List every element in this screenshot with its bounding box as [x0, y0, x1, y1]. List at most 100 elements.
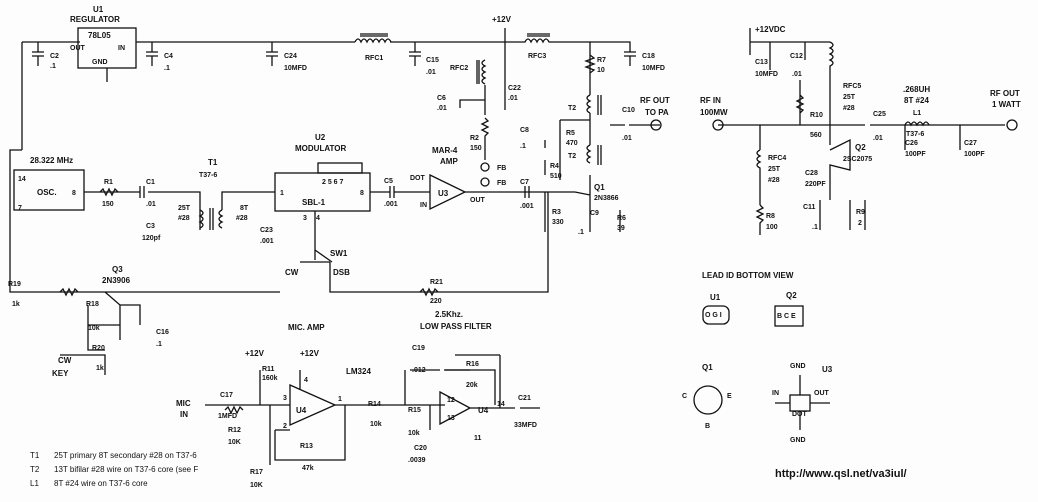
r3-label: R3	[552, 209, 561, 216]
r5-label: R5	[566, 130, 575, 137]
lead-id-u3-dot: DOT	[792, 411, 808, 418]
c3-value: 120pf	[142, 235, 161, 242]
u4b-pin11: 11	[474, 435, 482, 442]
r10-value: 560	[810, 132, 822, 139]
u2-name: MODULATOR	[295, 144, 346, 153]
lead-id-u3-in: IN	[772, 390, 779, 397]
c27-value: 100PF	[964, 151, 985, 158]
c1-label: C1	[146, 179, 155, 186]
r21-value: 220	[430, 298, 442, 305]
t1-secondary-wire: #28	[236, 215, 248, 222]
r8-value: 100	[766, 224, 778, 231]
u1-part: 78L05	[88, 31, 111, 40]
t2-label: T2	[568, 105, 576, 112]
v12-c: +12V	[300, 349, 320, 358]
rfc4-wire: #28	[768, 177, 780, 184]
q2-part: 2SC2075	[843, 156, 872, 163]
r6-label: R6	[617, 215, 626, 222]
q3-part: 2N3906	[102, 276, 131, 285]
u1-name: REGULATOR	[70, 15, 120, 24]
r19-label: R19	[8, 281, 21, 288]
r9-value: 2	[858, 220, 862, 227]
rfc4-turns: 25T	[768, 166, 781, 173]
c4-label: C4	[164, 53, 173, 60]
u3-in: IN	[420, 202, 427, 209]
c19-label: C19	[412, 345, 425, 352]
fb1-label: FB	[497, 165, 506, 172]
c25-value: .01	[873, 135, 883, 142]
lead-id-q1: Q1	[702, 363, 713, 372]
r5-value: 470	[566, 140, 578, 147]
c13-label: C13	[755, 59, 768, 66]
u2-pin1: 1	[280, 190, 284, 197]
c27-label: C27	[964, 140, 977, 147]
cw-key-2: KEY	[52, 369, 69, 378]
c22-label: C22	[508, 85, 521, 92]
rfc1-label: RFC1	[365, 55, 383, 62]
c24-value: 10MFD	[284, 65, 307, 72]
lead-id-u3: U3	[822, 365, 833, 374]
u1-out: OUT	[70, 45, 86, 52]
r17-value: 10K	[250, 482, 263, 489]
r4-value: 510	[550, 173, 562, 180]
rf-in-power: 100MW	[700, 108, 728, 117]
c9-value: .1	[578, 229, 584, 236]
u4a-pin4: 4	[304, 377, 308, 384]
r1-label: R1	[104, 179, 113, 186]
c9-label: C9	[590, 210, 599, 217]
c8-label: C8	[520, 127, 529, 134]
lead-id-q1-c: C	[682, 393, 687, 400]
note-t2-id: T2	[30, 465, 40, 474]
r7-label: R7	[597, 57, 606, 64]
r13-label: R13	[300, 443, 313, 450]
q2-label: Q2	[855, 143, 866, 152]
r19-value: 1k	[12, 301, 20, 308]
r10-label: R10	[810, 112, 823, 119]
c26-label: C26	[905, 140, 918, 147]
r17-label: R17	[250, 469, 263, 476]
c12-value: .01	[792, 71, 802, 78]
mic-in: IN	[180, 410, 188, 419]
r12-label: R12	[228, 427, 241, 434]
lm324-label: LM324	[346, 367, 371, 376]
c10-label: C10	[622, 107, 635, 114]
labels: U1 REGULATOR 78L05 OUT IN GND C2 .1 C4 .…	[8, 5, 1021, 489]
t1-label: T1	[208, 158, 218, 167]
r16-value: 20k	[466, 382, 478, 389]
r9-label: R9	[856, 209, 865, 216]
c11-value: .1	[812, 224, 818, 231]
c2-label: C2	[50, 53, 59, 60]
r7-value: 10	[597, 67, 605, 74]
u3-part: MAR-4	[432, 146, 458, 155]
l1-label: L1	[913, 110, 921, 117]
c23-label: C23	[260, 227, 273, 234]
u4b-pin12: 12	[447, 397, 455, 404]
u4b-pin13: 13	[447, 415, 455, 422]
rf-out-power: 1 WATT	[992, 100, 1021, 109]
c11-label: C11	[803, 204, 816, 211]
c16-label: C16	[156, 329, 169, 336]
rf-in: RF IN	[700, 96, 721, 105]
lpf-title: LOW PASS FILTER	[420, 322, 492, 331]
r21-label: R21	[430, 279, 443, 286]
r20-label: R20	[92, 345, 105, 352]
lead-id-u3-gnd-top: GND	[790, 363, 806, 370]
note-l1-id: L1	[30, 479, 39, 488]
q3-label: Q3	[112, 265, 123, 274]
c18-label: C18	[642, 53, 655, 60]
r11-value: 160k	[262, 375, 278, 382]
c13-value: 10MFD	[755, 71, 778, 78]
lead-id-u3-out: OUT	[814, 390, 830, 397]
u4a-pin1: 1	[338, 396, 342, 403]
c17-label: C17	[220, 392, 233, 399]
note-t1-text: 25T primary 8T secondary #28 on T37-6	[54, 451, 197, 460]
r14-label: R14	[368, 401, 381, 408]
lead-id-u1: U1	[710, 293, 721, 302]
to-pa: TO PA	[645, 108, 669, 117]
c26-value: 100PF	[905, 151, 926, 158]
u4b-label: U4	[478, 406, 489, 415]
lead-id-u3-gnd-bottom: GND	[790, 437, 806, 444]
c15-value: .01	[426, 69, 436, 76]
r8-label: R8	[766, 213, 775, 220]
rfc5-turns: 25T	[843, 94, 856, 101]
